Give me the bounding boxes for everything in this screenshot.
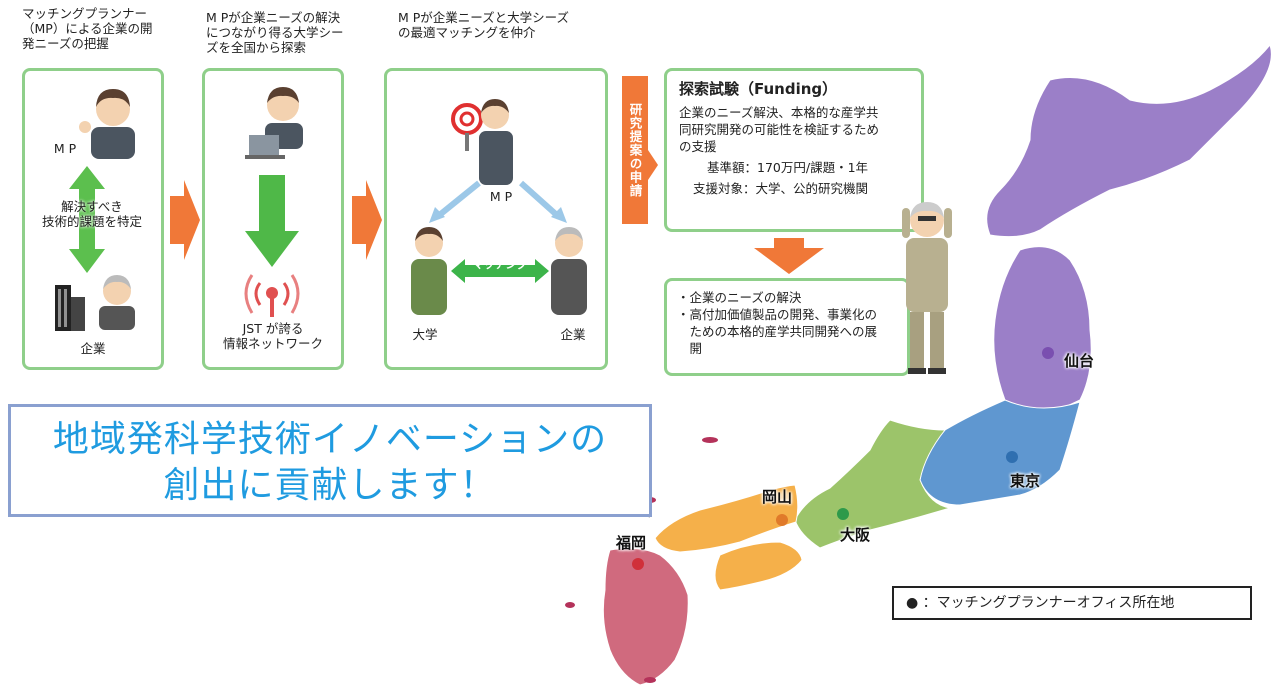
shikoku-region — [714, 541, 803, 591]
company-person-icon — [99, 275, 135, 330]
university-person-icon — [411, 227, 447, 315]
city-osaka: 大阪 — [840, 526, 871, 544]
tohoku-region — [993, 246, 1092, 416]
step2-caption: M Pが企業ニーズの解決 につながり得る大学シー ズを全国から探索 — [206, 10, 344, 55]
chugoku-region — [654, 484, 799, 553]
kanto-region — [919, 399, 1081, 506]
step-arrow-icon — [170, 180, 200, 260]
hokkaido-region — [986, 43, 1272, 238]
step3-caption: M Pが企業ニーズと大学シーズ の最適マッチングを仲介 — [398, 10, 570, 40]
kyushu-region — [602, 547, 689, 686]
down-arrow-icon — [754, 238, 824, 274]
step3-university-label: 大学 — [412, 327, 438, 342]
matching-label: マッチング — [472, 258, 528, 271]
okayama-dot — [776, 514, 788, 526]
application-bar: 研究提案の申請 — [622, 76, 648, 224]
funding-title: 探索試験（Funding） — [679, 80, 838, 98]
step3-company-label: 企業 — [560, 327, 586, 342]
step1-mp-label: M P — [53, 141, 77, 156]
legend: ● ：マッチングプランナーオフィス所在地 — [892, 586, 1252, 620]
tokyo-dot — [1006, 451, 1018, 463]
step2-network-label: JST が誇る 情報ネットワーク — [222, 321, 323, 351]
mp-sign-person-icon — [451, 99, 513, 185]
step3-mp-label: M P — [489, 189, 513, 204]
step-arrow-icon — [352, 180, 382, 260]
step1-panel: M P 解決すべき 技術的課題を特定 企業 — [22, 68, 164, 370]
step2-illustration — [244, 87, 303, 317]
funding-body: 企業のニーズ解決、本格的な産学共 同研究開発の可能性を検証するため の支援 — [679, 105, 880, 154]
step1-arrow-text: 解決すべき 技術的課題を特定 — [41, 199, 142, 229]
down-arrow-icon — [245, 175, 299, 267]
outcome-panel: ・企業のニーズの解決 ・高付加価値製品の開発、事業化の ための本格的産学共同開発… — [664, 278, 910, 376]
diagonal-arrows-icon — [429, 180, 567, 223]
funding-amount: 基準額：170万円/課題・1年 — [707, 160, 869, 175]
fukuoka-dot — [632, 558, 644, 570]
funding-target: 支援対象：大学、公的研究機関 — [693, 181, 869, 196]
step1-illustration — [55, 89, 135, 331]
matching-arrow-icon — [451, 259, 549, 283]
mp-person-icon — [79, 89, 135, 159]
city-sendai: 仙台 — [1064, 352, 1095, 370]
kansai-region — [794, 419, 951, 549]
step2-panel: JST が誇る 情報ネットワーク — [202, 68, 344, 370]
city-tokyo: 東京 — [1010, 472, 1041, 490]
japan-map — [565, 43, 1272, 686]
city-fukuoka: 福岡 — [616, 534, 647, 552]
application-arrow-icon — [648, 150, 658, 180]
step3-illustration — [411, 99, 587, 315]
step3-panel: M P マッチング 大学 企業 — [384, 68, 608, 370]
outcome-item: ・高付加価値製品の開発、事業化の ための本格的産学共同開発への展 開 — [677, 307, 878, 356]
person-with-laptop-icon — [245, 87, 303, 159]
double-arrow-icon — [69, 166, 105, 273]
step1-caption: マッチングプランナー （MP）による企業の開 発ニーズの把握 — [22, 6, 153, 51]
elder-person-icon — [902, 202, 952, 374]
step1-company-label: 企業 — [80, 341, 106, 356]
company-person-icon — [551, 227, 587, 315]
building-icon — [55, 285, 85, 331]
slogan-box: 地域発科学技術イノベーションの 創出に貢献します！ — [8, 404, 652, 517]
osaka-dot — [837, 508, 849, 520]
sendai-dot — [1042, 347, 1054, 359]
city-okayama: 岡山 — [762, 488, 793, 506]
funding-panel: 探索試験（Funding） 企業のニーズ解決、本格的な産学共 同研究開発の可能性… — [664, 68, 924, 232]
broadcast-icon — [244, 274, 300, 317]
outcome-item: ・企業のニーズの解決 — [677, 290, 802, 305]
